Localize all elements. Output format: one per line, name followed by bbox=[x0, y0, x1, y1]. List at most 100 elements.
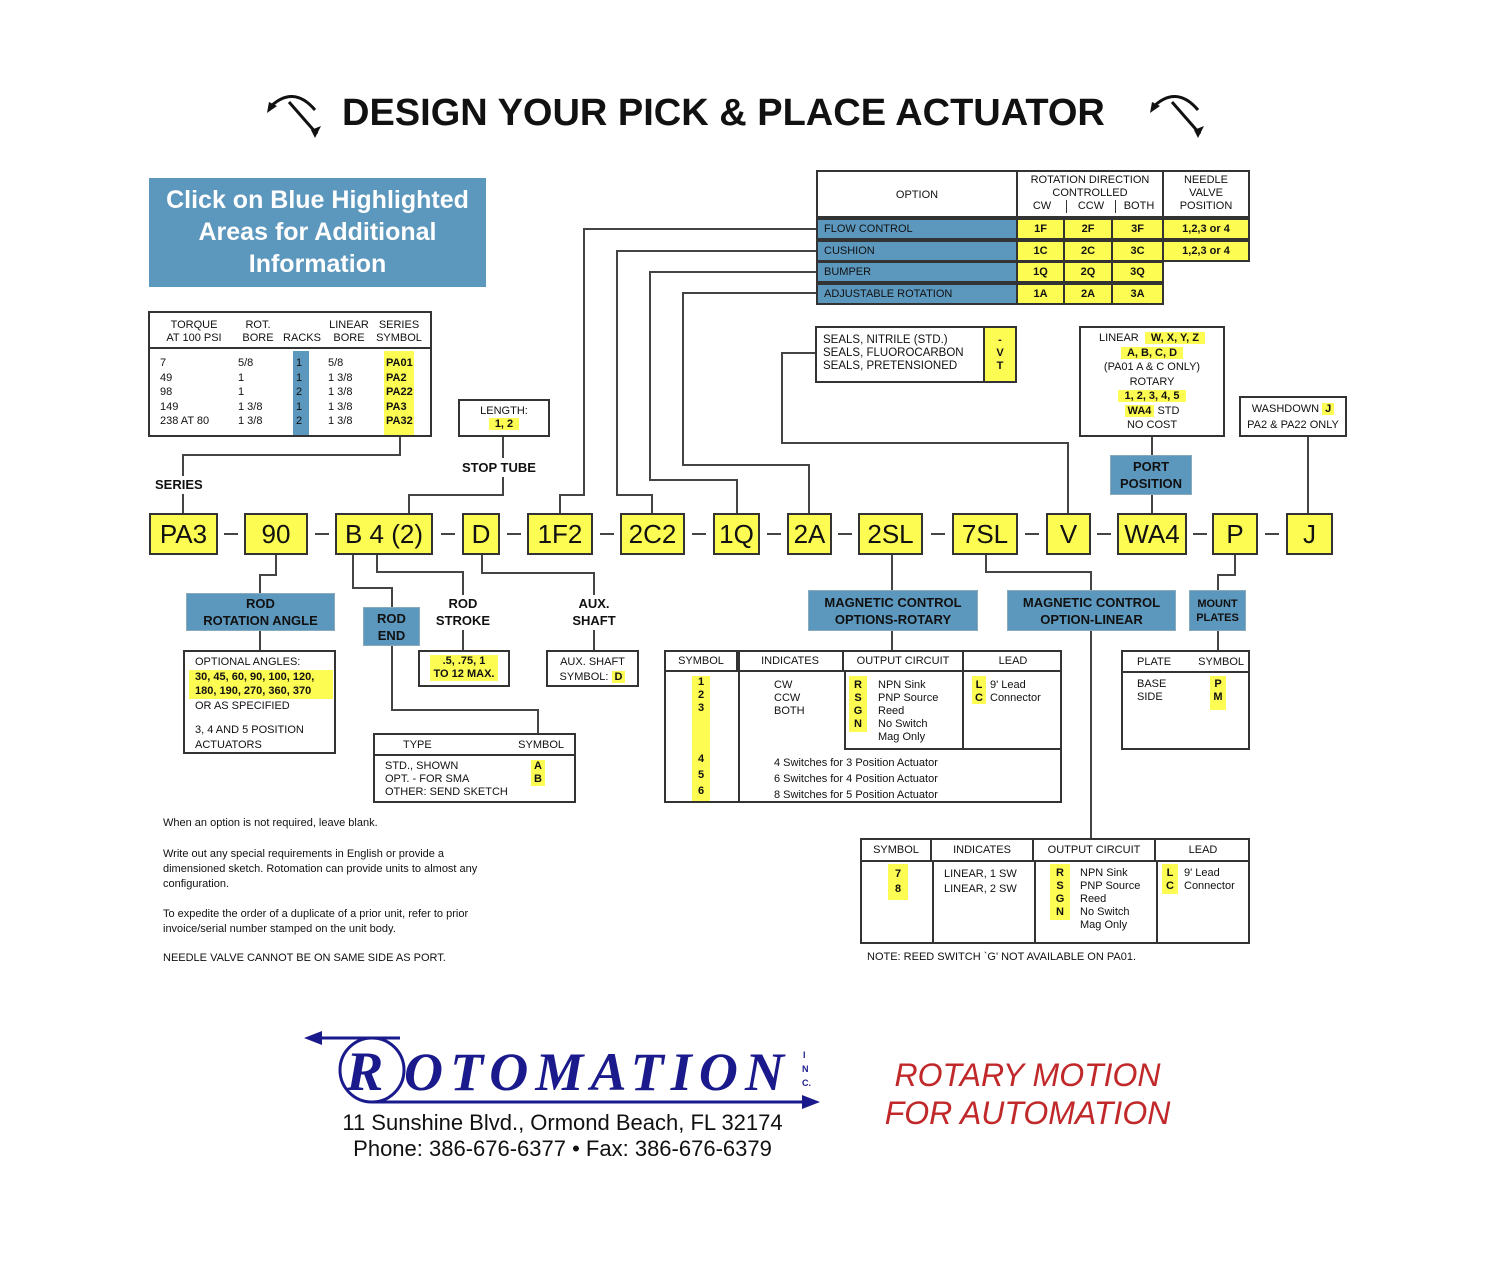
std-code: WA4 bbox=[1124, 404, 1155, 417]
model-code-segment: 2A bbox=[787, 513, 832, 555]
info-line: Information bbox=[248, 250, 387, 278]
option-code: 3F bbox=[1111, 218, 1164, 240]
rotary-arrow-icon bbox=[267, 95, 321, 138]
seals-box[interactable]: SEALS, NITRILE (STD.)SEALS, FLUOROCARBON… bbox=[815, 326, 1017, 383]
washdown-label: WASHDOWN bbox=[1251, 403, 1320, 415]
code-separator bbox=[224, 533, 238, 535]
aux-symbol-label: SYMBOL: bbox=[559, 671, 609, 683]
option-code: 1Q bbox=[1016, 261, 1065, 283]
model-code-segment: D bbox=[462, 513, 500, 555]
series-cell: PA22 bbox=[386, 386, 413, 398]
model-code-segment: WA4 bbox=[1117, 513, 1187, 555]
seal-option[interactable]: SEALS, FLUOROCARBON bbox=[823, 347, 964, 359]
info-line: Areas for Additional bbox=[198, 218, 437, 246]
series-cell: 1 bbox=[296, 357, 303, 369]
series-cell: 1 3/8 bbox=[328, 386, 353, 398]
address: 11 Sunshine Blvd., Ormond Beach, FL 3217… bbox=[342, 1110, 783, 1135]
series-cell: 98 bbox=[160, 386, 173, 398]
series-cell: PA3 bbox=[386, 400, 407, 413]
rod-end-symbol: B bbox=[534, 773, 542, 785]
needle-position: 1,2,3 or 4 bbox=[1162, 240, 1250, 262]
series-cell: 1 bbox=[296, 400, 303, 413]
code-separator bbox=[1097, 533, 1111, 535]
option-row-adjustable-rotation[interactable]: ADJUSTABLE ROTATION bbox=[816, 283, 1018, 305]
code-separator bbox=[930, 533, 945, 535]
series-cell: 1 bbox=[238, 386, 245, 398]
option-code: 1C bbox=[1016, 240, 1065, 262]
series-cell: PA2 bbox=[386, 371, 407, 384]
code-separator bbox=[599, 533, 614, 535]
svg-text:I: I bbox=[803, 1050, 806, 1060]
positions-note: ACTUATORS bbox=[195, 738, 262, 751]
series-cell: 1 bbox=[238, 371, 245, 384]
option-row-cushion[interactable]: CUSHION bbox=[816, 240, 1018, 262]
series-cell: PA01 bbox=[386, 357, 413, 369]
symbol-header: SYMBOL bbox=[666, 652, 738, 670]
lead-header: LEAD bbox=[1188, 844, 1218, 856]
switch-row: 4 Switches for 3 Position Actuator bbox=[774, 757, 938, 769]
note: Write out any special requirements in En… bbox=[163, 848, 478, 890]
seal-code: V bbox=[996, 347, 1004, 359]
linear-label: LINEAR bbox=[1099, 332, 1139, 344]
rod-end-symbol: A bbox=[534, 760, 542, 772]
code-separator bbox=[506, 533, 521, 535]
needle-header: NEEDLE bbox=[1183, 174, 1229, 186]
model-code-segment: PA3 bbox=[149, 513, 218, 555]
racks-highlight[interactable] bbox=[293, 351, 309, 435]
option-code: 1F bbox=[1016, 218, 1065, 240]
rotary-label: ROTARY bbox=[1129, 375, 1175, 388]
indicates-value: CCW bbox=[774, 692, 801, 704]
model-code-segment: V bbox=[1046, 513, 1091, 555]
series-cell: 49 bbox=[160, 371, 173, 384]
stroke-values: .5, .75, 1 bbox=[442, 655, 486, 667]
linear-codes: A, B, C, D bbox=[1120, 346, 1184, 359]
code-separator bbox=[1265, 533, 1279, 535]
no-cost-label: NO COST bbox=[1126, 419, 1178, 431]
type-header: TYPE bbox=[403, 739, 432, 751]
code-separator bbox=[1025, 533, 1039, 535]
option-code: 2A bbox=[1063, 283, 1113, 305]
pa01-note: (PA01 A & C ONLY) bbox=[1103, 361, 1201, 373]
code-separator bbox=[766, 533, 781, 535]
model-code-segment: 1Q bbox=[713, 513, 760, 555]
phone-fax: Phone: 386-676-6377 • Fax: 386-676-6379 bbox=[353, 1136, 772, 1161]
plate-name: BASE bbox=[1137, 678, 1167, 690]
needle-position: 1,2,3 or 4 bbox=[1162, 218, 1250, 240]
company-contact: 11 Sunshine Blvd., Ormond Beach, FL 3217… bbox=[300, 1110, 825, 1162]
both-header: BOTH bbox=[1123, 200, 1155, 212]
symbol-header: SYMBOL bbox=[518, 739, 564, 751]
plate-header: PLATE bbox=[1137, 656, 1172, 668]
model-code-segment: P bbox=[1212, 513, 1258, 555]
series-cell: 2 bbox=[296, 415, 303, 427]
angles-box: OPTIONAL ANGLES: 30, 45, 60, 90, 100, 12… bbox=[183, 650, 336, 754]
indicates-value: CW bbox=[774, 679, 793, 691]
seal-option[interactable]: SEALS, PRETENSIONED bbox=[823, 360, 958, 372]
model-code-segment: 7SL bbox=[952, 513, 1018, 555]
code-separator bbox=[692, 533, 706, 535]
option-row-bumper[interactable]: BUMPER bbox=[816, 261, 1018, 283]
lead-header: LEAD bbox=[998, 655, 1028, 667]
option-code: 1A bbox=[1016, 283, 1065, 305]
rotary-codes: 1, 2, 3, 4, 5 bbox=[1118, 390, 1186, 402]
seal-option[interactable]: SEALS, NITRILE (STD.) bbox=[823, 334, 948, 346]
option-code: 2F bbox=[1063, 218, 1113, 240]
option-row-flow-control[interactable]: FLOW CONTROL bbox=[816, 218, 1018, 240]
symbol-header: SYMBOL bbox=[862, 840, 932, 860]
